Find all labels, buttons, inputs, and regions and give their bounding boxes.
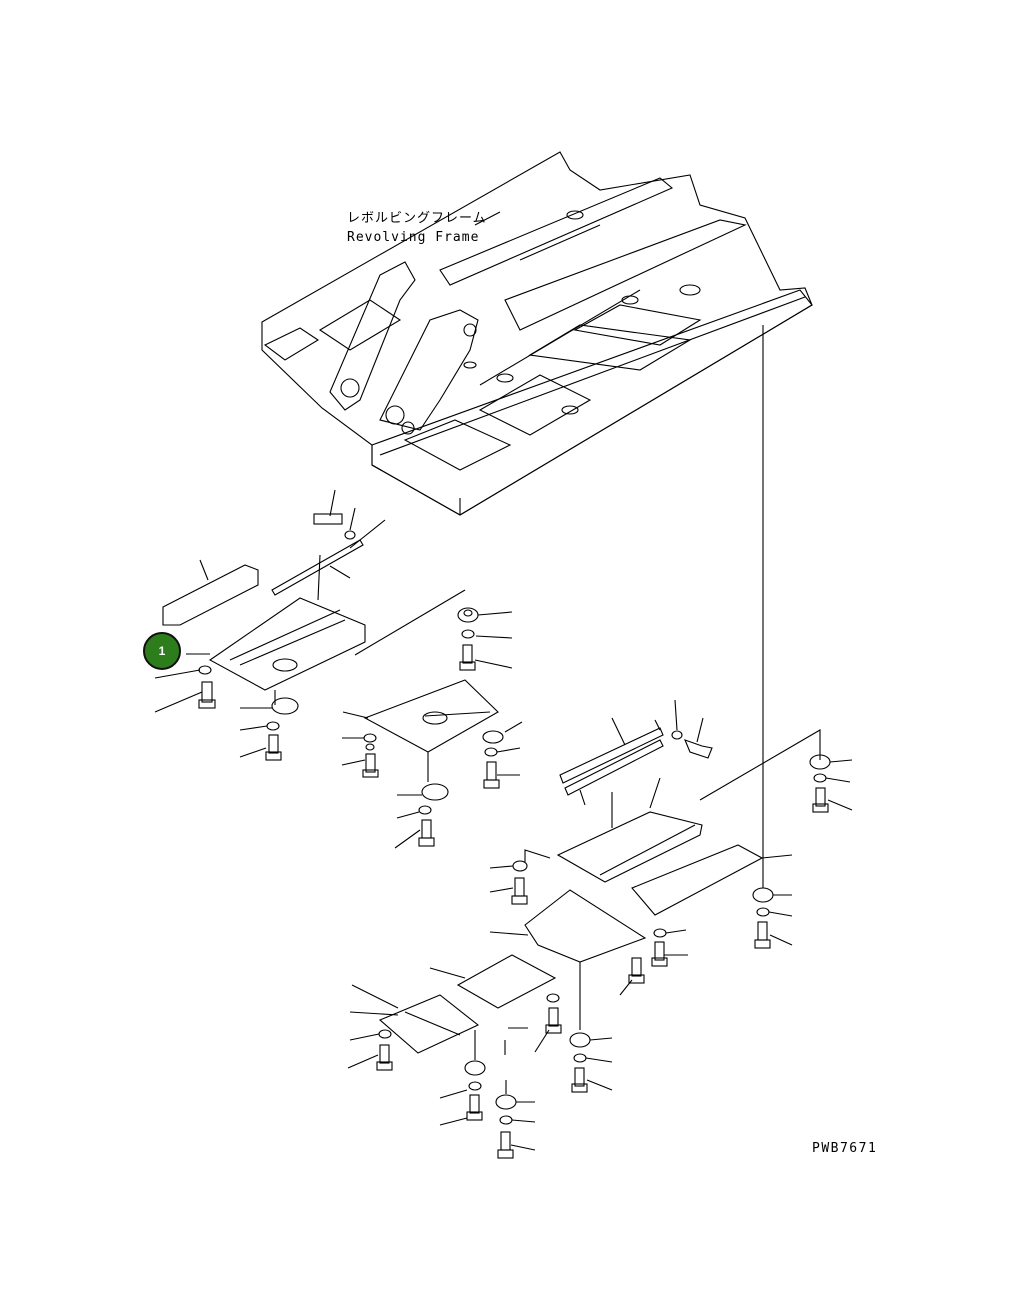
revolving-frame	[261, 151, 813, 516]
center-cover-plate	[341, 679, 523, 849]
left-cover-assembly	[154, 489, 466, 761]
callout-number: 1	[158, 644, 166, 658]
frame-label-english: Revolving Frame	[347, 230, 480, 245]
drawing-code: PWB7671	[812, 1141, 878, 1156]
bottom-left-assembly	[347, 954, 562, 1159]
right-cover-assembly	[524, 699, 853, 949]
frame-label-japanese: レボルビングフレーム	[347, 211, 487, 226]
lower-center-assembly	[489, 860, 688, 1093]
mount-upper-left	[457, 607, 513, 671]
callout-1-button[interactable]: 1	[143, 632, 181, 670]
